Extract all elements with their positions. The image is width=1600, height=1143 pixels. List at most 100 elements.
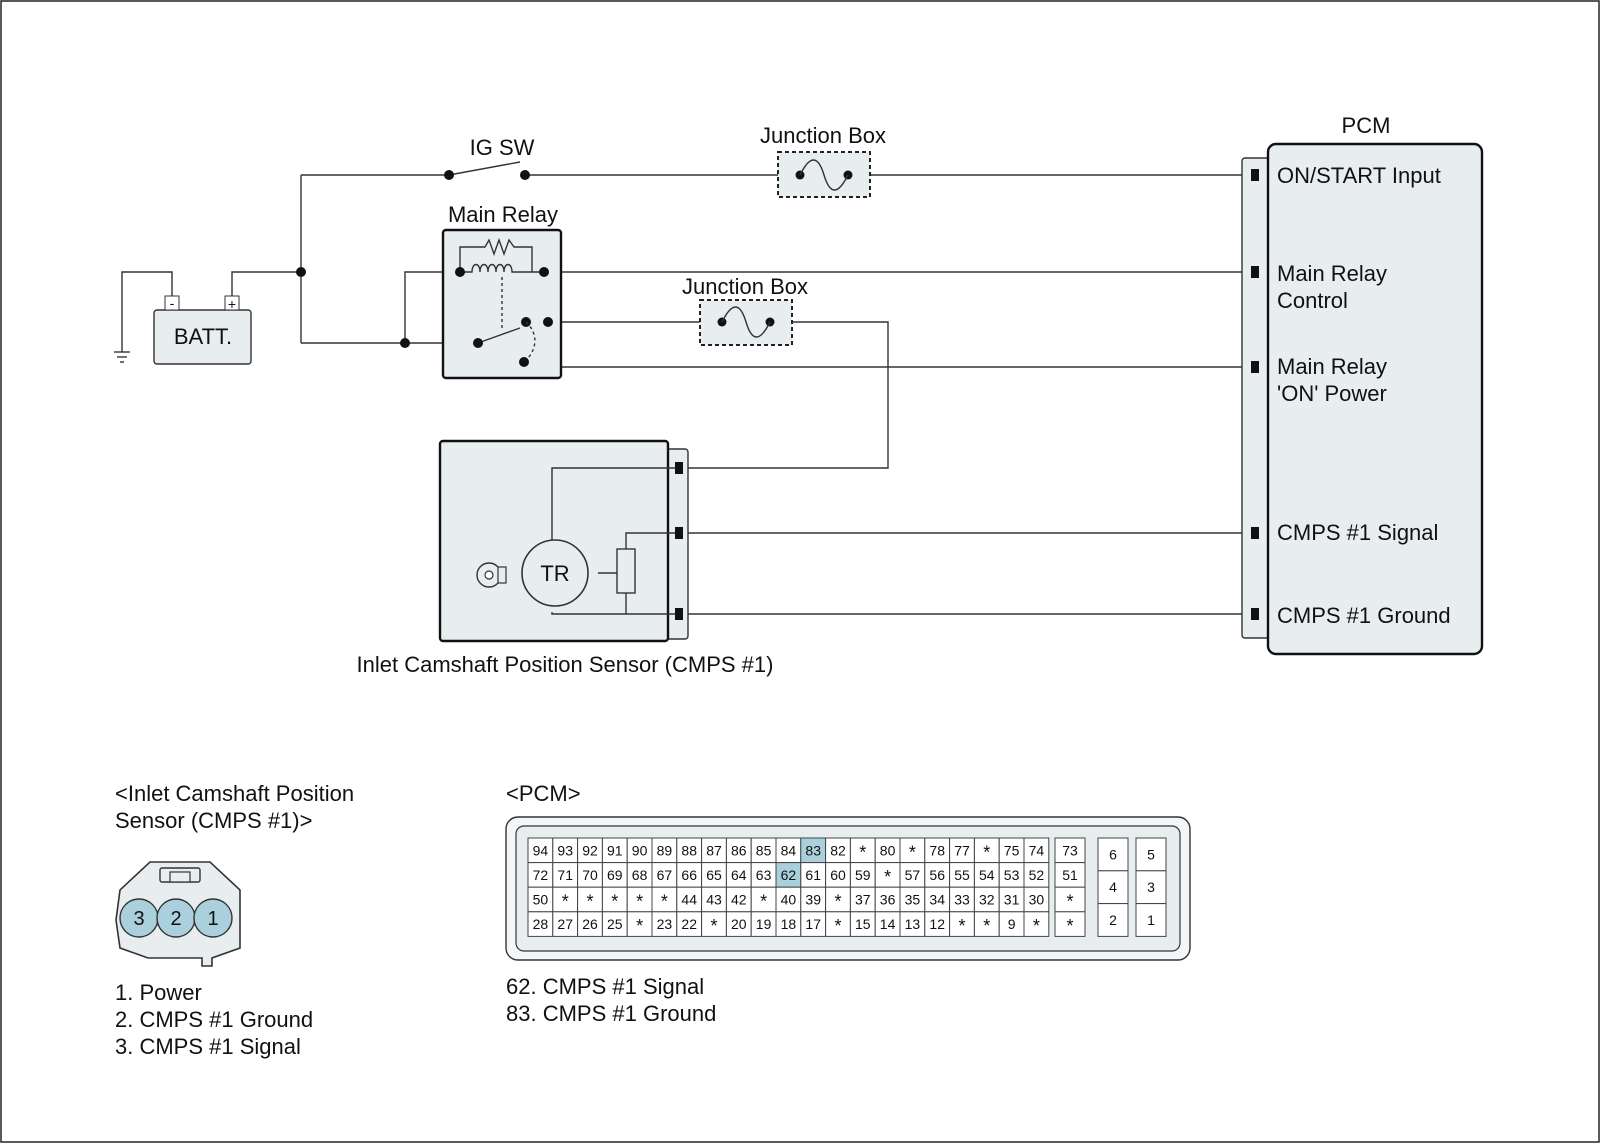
pcm-legend-2: 83. CMPS #1 Ground xyxy=(506,1001,716,1026)
pcm-pin-cell xyxy=(874,862,901,888)
pcm-pin: * xyxy=(958,916,965,936)
pcm-pin-cell xyxy=(1135,870,1167,905)
pcm-pin: 13 xyxy=(905,916,921,932)
pcm-pin: 91 xyxy=(607,842,623,858)
pcm-pin-cell xyxy=(924,911,951,937)
pcm-pin: 57 xyxy=(905,867,921,883)
pcm-pin-cell xyxy=(973,837,1000,864)
pcm-pin: * xyxy=(983,916,990,936)
ignition-switch: IG SW xyxy=(444,135,535,180)
pcm-pin-cell xyxy=(775,862,802,888)
pcm-pin-cell xyxy=(552,862,579,888)
pcm-pin: 5 xyxy=(1147,846,1155,862)
pcm-pin: * xyxy=(586,892,593,912)
pcm-pin: 92 xyxy=(582,842,598,858)
pcm-pin: 71 xyxy=(557,867,573,883)
pcm-pin: 51 xyxy=(1062,867,1078,883)
sensor-legend-3: 3. CMPS #1 Signal xyxy=(115,1034,301,1059)
camshaft-sensor: TR Inlet Camshaft Position Sensor (CMPS … xyxy=(357,439,774,677)
pcm-pin: 27 xyxy=(557,916,573,932)
pcm-pin: 28 xyxy=(533,916,549,932)
pcm-pin: 72 xyxy=(533,867,549,883)
pcm-pin-cell xyxy=(924,837,951,864)
pcm-pin: 9 xyxy=(1008,916,1016,932)
pcm-pin: 59 xyxy=(855,867,871,883)
pcm-pin: 82 xyxy=(830,842,846,858)
pcm-pin-cell xyxy=(998,886,1025,913)
pcm-pin: 66 xyxy=(681,867,697,883)
pcm-pin: 31 xyxy=(1004,892,1020,908)
battery-neg-label: - xyxy=(170,295,175,311)
pcm-pin-cell xyxy=(800,862,827,888)
pcm-pin: 12 xyxy=(929,916,945,932)
pcm-pin: * xyxy=(834,892,841,912)
pcm-pin: 1 xyxy=(1147,912,1155,928)
battery-label: BATT. xyxy=(174,324,232,349)
battery-pos-label: + xyxy=(228,296,236,312)
pcm-pin: 39 xyxy=(805,892,821,908)
pcm-pin-cell xyxy=(552,886,579,913)
pcm-pin-cmps-signal: CMPS #1 Signal xyxy=(1277,520,1438,545)
pcm-pin-cell xyxy=(701,911,727,937)
pcm-pin-cell xyxy=(527,837,554,864)
pcm-label: PCM xyxy=(1342,113,1391,138)
pcm-pin: 19 xyxy=(756,916,772,932)
pcm-pin-cell xyxy=(949,837,975,864)
pcm-pin-cell xyxy=(676,886,703,913)
pcm-pin: 65 xyxy=(706,867,722,883)
junction-dot xyxy=(400,338,410,348)
pcm-pin: 63 xyxy=(756,867,772,883)
pcm-pin-cell xyxy=(949,862,975,888)
pcm-pin-cell xyxy=(1023,862,1050,888)
sensor-pin-1: 1 xyxy=(207,908,218,930)
pcm-pin-cell xyxy=(577,837,603,864)
junction-box-top: Junction Box xyxy=(760,123,886,198)
tr-label: TR xyxy=(540,561,569,586)
pcm-pin: 78 xyxy=(929,842,945,858)
pcm-connector-title: <PCM> xyxy=(506,781,581,806)
pcm-pin: 73 xyxy=(1062,842,1078,858)
pcm-pin-cell xyxy=(1023,911,1050,937)
pcm-pin: 44 xyxy=(681,892,697,908)
pcm-pin-cell xyxy=(676,911,703,937)
pcm-pin-cell xyxy=(626,911,653,937)
pcm-pin: * xyxy=(834,916,841,936)
pcm-pin: 94 xyxy=(533,842,549,858)
sensor-connector-view: <Inlet Camshaft Position Sensor (CMPS #1… xyxy=(115,781,354,1059)
pcm-pin-cell xyxy=(577,911,603,937)
junction-box-mid: Junction Box xyxy=(682,274,808,346)
pcm-pin: 85 xyxy=(756,842,772,858)
pcm-pin-cell xyxy=(1097,837,1129,872)
pcm-pin: 30 xyxy=(1029,892,1045,908)
pcm-pin: 25 xyxy=(607,916,623,932)
pcm-pin: 67 xyxy=(657,867,673,883)
pcm-pin-cell xyxy=(626,862,653,888)
pcm-pin-on-start: ON/START Input xyxy=(1277,163,1441,188)
pcm-pin: * xyxy=(636,892,643,912)
sensor-legend-2: 2. CMPS #1 Ground xyxy=(115,1007,313,1032)
pcm-pin-cell xyxy=(874,911,901,937)
pcm-pin: 56 xyxy=(929,867,945,883)
pcm-pin: * xyxy=(710,916,717,936)
pcm-pin-cell xyxy=(775,837,802,864)
pcm-pin-cell xyxy=(825,911,851,937)
pcm-pin: 34 xyxy=(929,892,945,908)
pcm-pin: 64 xyxy=(731,867,747,883)
pcm-pin-cell xyxy=(924,886,951,913)
sensor-caption: Inlet Camshaft Position Sensor (CMPS #1) xyxy=(357,652,774,677)
main-relay: Main Relay xyxy=(441,202,563,380)
pcm-pin: * xyxy=(611,892,618,912)
pcm-pin: 36 xyxy=(880,892,896,908)
pcm-pin-cell xyxy=(725,837,752,864)
pcm-pin-relay-control: Main Relay xyxy=(1277,261,1387,286)
pcm-pin-cell xyxy=(924,862,951,888)
pcm-pin-cell xyxy=(1135,837,1167,872)
pcm-pin: 61 xyxy=(805,867,821,883)
pcm-pin: 77 xyxy=(954,842,970,858)
sensor-connector-title-2: Sensor (CMPS #1)> xyxy=(115,808,312,833)
pcm-pin-cell xyxy=(601,837,628,864)
pcm-pin-cell xyxy=(651,911,678,937)
